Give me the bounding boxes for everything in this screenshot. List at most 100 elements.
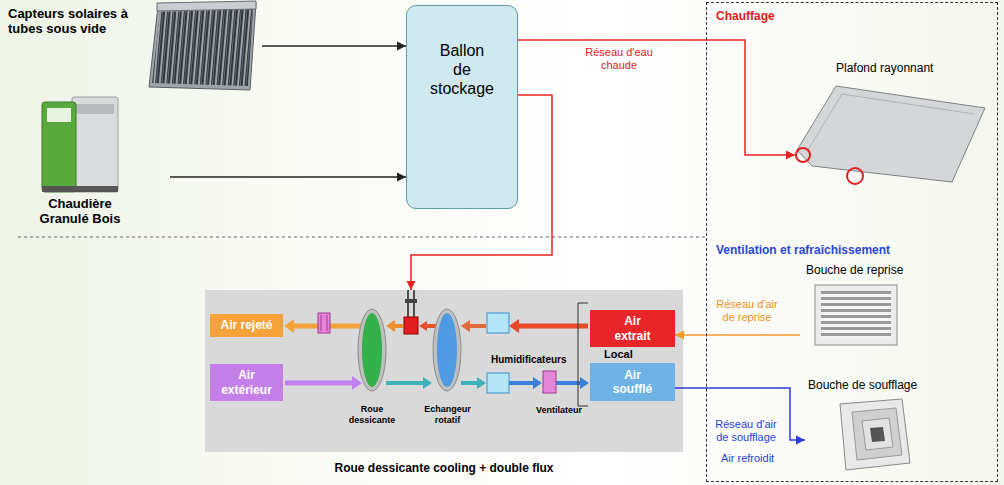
filter-line xyxy=(327,315,328,331)
airflow-head xyxy=(477,377,486,389)
filter-line xyxy=(321,315,322,331)
pipe-valve xyxy=(405,299,417,303)
component-label: Ventilateur xyxy=(536,405,594,416)
hot-water-pipe xyxy=(407,290,409,317)
vacuum-tubes xyxy=(152,9,253,86)
storage-tank: Ballon de stockage xyxy=(406,5,518,209)
airflow-arrow xyxy=(426,324,436,328)
feed-arrow xyxy=(170,173,406,182)
humidifier xyxy=(487,313,509,333)
return-grille: Bouche de reprise xyxy=(800,258,915,350)
boiler-base xyxy=(42,186,118,192)
airflow-head xyxy=(533,377,542,389)
arrow-head xyxy=(397,173,406,182)
node-text: Ballon de stockage xyxy=(429,42,495,99)
node-text: Bouche de reprise xyxy=(806,263,926,277)
heating-coil xyxy=(404,317,418,334)
unit-panel xyxy=(205,290,683,452)
return-air-line xyxy=(675,334,800,336)
airflow-arrow xyxy=(386,381,424,385)
air-note: Air refroidit xyxy=(721,452,793,465)
outdoor-air-box: Air extérieur xyxy=(210,364,283,401)
connection-circle xyxy=(796,148,810,162)
arrow-head xyxy=(397,42,406,51)
airflow-head xyxy=(580,377,589,389)
collector-group: Capteurs solaires à tubes sous vide xyxy=(6,4,262,92)
supply-air-line xyxy=(675,388,805,445)
component-label: Humidificateurs xyxy=(491,354,575,366)
supply-air-box: Air soufflé xyxy=(590,363,675,400)
pellet-hopper xyxy=(42,102,76,192)
airflow-head xyxy=(419,321,427,331)
airflow-head xyxy=(386,320,395,332)
arrow-head xyxy=(407,281,416,290)
grille-frame xyxy=(815,285,897,345)
desiccant-wheel-core xyxy=(362,313,382,387)
hopper-plate xyxy=(47,108,71,122)
node-text: Chauffage xyxy=(716,9,836,23)
feed-arrow xyxy=(170,176,406,177)
network-label: Réseau d'air de soufflage xyxy=(710,418,782,444)
return-air-line xyxy=(675,331,800,340)
supply-diffuser: Bouche de soufflage xyxy=(805,375,930,475)
diffuser-core xyxy=(870,427,885,442)
airflow-head xyxy=(461,320,470,332)
fan xyxy=(543,371,556,393)
feed-arrow xyxy=(262,42,406,51)
airflow-head xyxy=(352,376,362,390)
diffuser-ring xyxy=(862,418,893,450)
airflow-head xyxy=(509,319,519,333)
airflow-arrow xyxy=(556,381,581,385)
arrow-head xyxy=(786,151,795,160)
air-filter xyxy=(318,313,330,333)
node-text: Capteurs solaires à tubes sous vide xyxy=(8,6,143,37)
node-text: Air rejeté xyxy=(220,318,272,332)
airflow-arrow xyxy=(285,381,353,386)
ceiling-panel xyxy=(797,86,985,182)
desiccant-wheel xyxy=(358,309,386,391)
diagram-caption: Roue dessicante cooling + double flux xyxy=(205,461,683,475)
radiant-ceiling: Plafond rayonnant xyxy=(795,55,990,190)
boiler-group: Chaudière Granulé Bois xyxy=(30,93,170,233)
collector-manifold xyxy=(157,1,256,11)
node-text: Air soufflé xyxy=(608,368,658,396)
arrow-head xyxy=(796,436,805,445)
zone-frame: ChauffageVentilation et rafraîchissement… xyxy=(706,2,998,482)
node-text: Ventilation et rafraîchissement xyxy=(716,243,986,257)
feed-arrow xyxy=(262,45,406,46)
node-text: Bouche de soufflage xyxy=(808,378,938,392)
hot-water-line xyxy=(518,40,795,160)
component-label: Roue dessicante xyxy=(346,404,398,425)
node-text: Air extrait xyxy=(608,314,658,342)
room-bracket xyxy=(578,303,588,406)
hot-water-pipe xyxy=(413,290,415,317)
connection-circle xyxy=(847,168,863,184)
airflow-arrow xyxy=(509,381,534,385)
arrow-head xyxy=(675,331,684,340)
ceiling-edge xyxy=(808,94,974,150)
extract-air-box: Air extrait xyxy=(590,310,675,347)
grille-slats xyxy=(821,291,891,339)
airflow-arrow xyxy=(461,381,478,385)
hot-water-line xyxy=(518,40,795,155)
air-handler: Local Air rejetéAir extérieur Air extraitA… xyxy=(205,290,683,452)
boiler-body xyxy=(72,97,118,192)
humidifier xyxy=(487,373,509,393)
node-text: Air extérieur xyxy=(217,368,277,396)
network-label: Réseau d'air de reprise xyxy=(711,298,783,324)
node-text: Local xyxy=(604,348,648,361)
component-label: Echangeur rotatif xyxy=(420,404,475,425)
boiler-panel xyxy=(76,104,114,114)
rotary-exchanger xyxy=(433,309,461,391)
rotary-exchanger-core xyxy=(437,313,457,387)
diffuser-frame xyxy=(840,399,910,470)
airflow-arrow xyxy=(394,324,403,328)
airflow-head xyxy=(423,377,432,389)
airflow-arrow xyxy=(470,324,486,328)
node-text: Chaudière Granulé Bois xyxy=(32,196,128,227)
collector-frame xyxy=(149,3,256,90)
diffuser-ring xyxy=(852,408,902,460)
airflow-head xyxy=(284,319,294,333)
exhaust-air-box: Air rejeté xyxy=(210,314,283,337)
